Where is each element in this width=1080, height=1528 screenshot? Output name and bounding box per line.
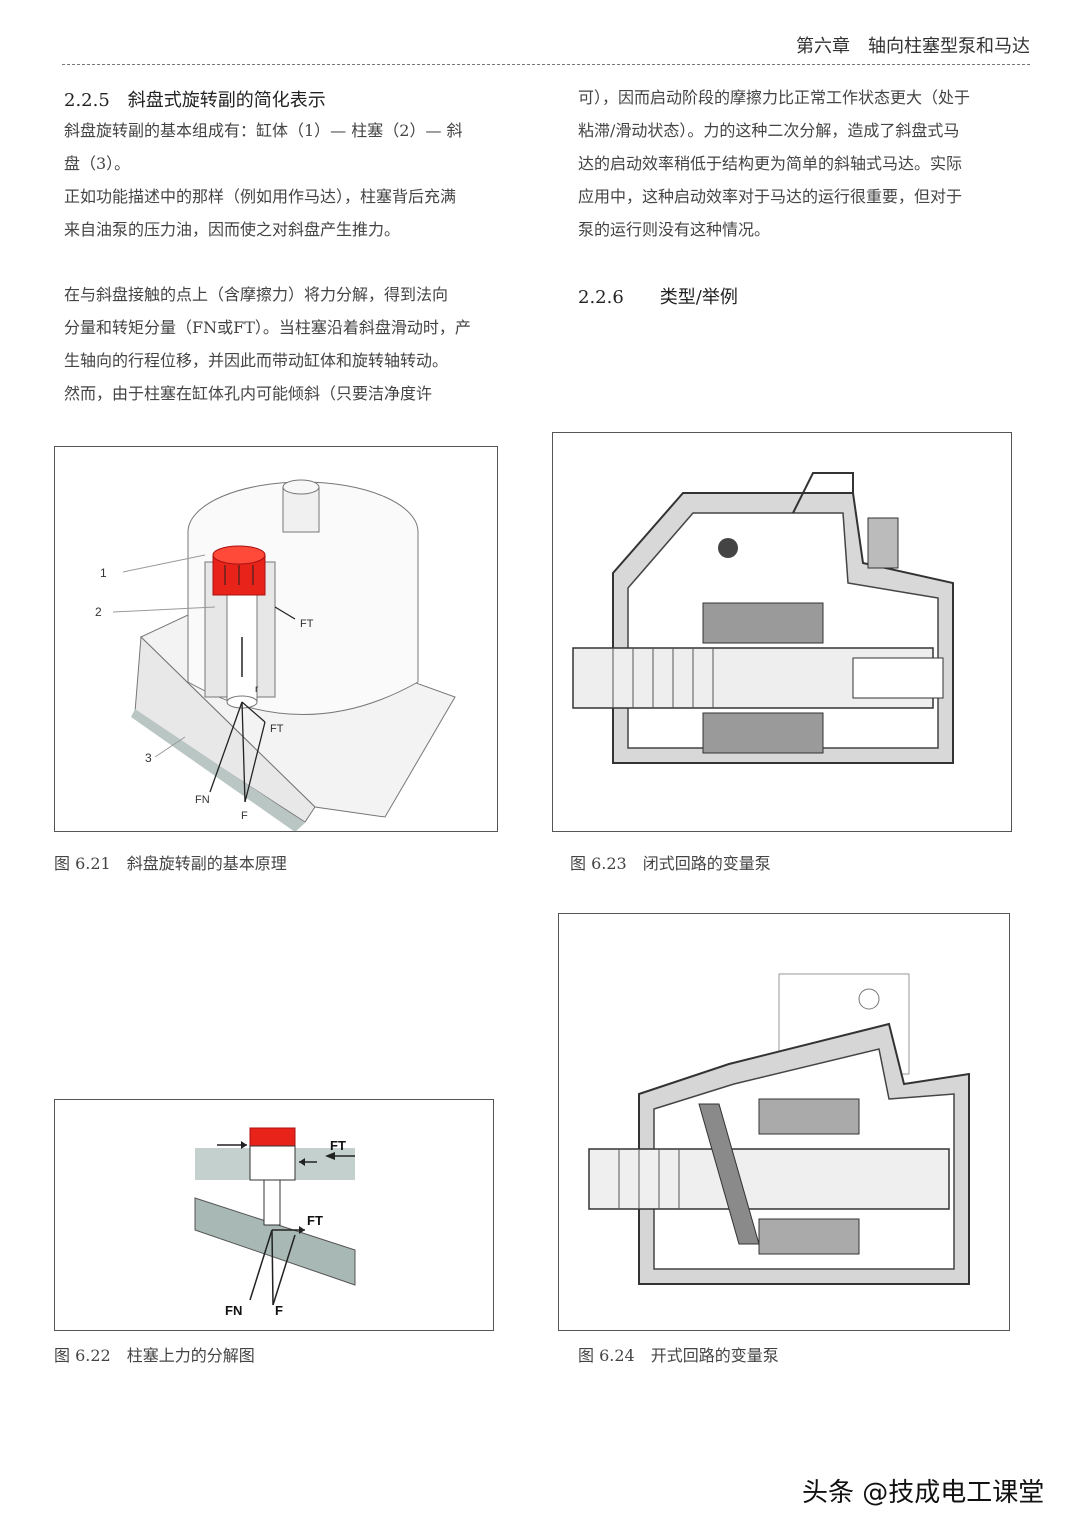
- paragraph-line: 应用中，这种启动效率对于马达的运行很重要，但对于: [578, 187, 963, 206]
- paragraph-line: 在与斜盘接触的点上（含摩擦力）将力分解，得到法向: [64, 285, 449, 304]
- chapter-header: 第六章 轴向柱塞型泵和马达: [796, 36, 1030, 57]
- figure-6-24-frame: [558, 913, 1010, 1331]
- section-heading-2-2-5: 2.2.5 斜盘式旋转副的简化表示: [64, 90, 326, 111]
- section-heading-2-2-6: 2.2.6 类型/举例: [578, 287, 738, 308]
- force-label-fn: FN: [195, 794, 210, 806]
- paragraph-line: 来自油泵的压力油，因而使之对斜盘产生推力。: [64, 220, 401, 239]
- callout-3: 3: [145, 751, 152, 765]
- figure-6-24-caption: 图 6.24 开式回路的变量泵: [578, 1346, 779, 1365]
- paragraph-line: 然而，由于柱塞在缸体孔内可能倾斜（只要洁净度许: [64, 384, 433, 403]
- figure-6-21-caption: 图 6.21 斜盘旋转副的基本原理: [54, 854, 287, 873]
- closed-circuit-pump-section: [572, 472, 954, 764]
- figure-6-22-caption: 图 6.22 柱塞上力的分解图: [54, 1346, 255, 1365]
- force-label-ft-mid: FT: [270, 723, 284, 735]
- force-label-fn: FN: [225, 1303, 242, 1318]
- paragraph-line: 粘滞/滑动状态）。力的这种二次分解，造成了斜盘式马: [578, 121, 960, 140]
- paragraph-line: 泵的运行则没有这种情况。: [578, 220, 771, 239]
- paragraph-line: 斜盘旋转副的基本组成有：缸体（1）— 柱塞（2）— 斜: [64, 121, 463, 140]
- paragraph-line: 生轴向的行程位移，并因此而带动缸体和旋转轴转动。: [64, 351, 449, 370]
- figure-6-23-frame: [552, 432, 1012, 832]
- figure-6-22-frame: FT FT FN F: [54, 1099, 494, 1331]
- paragraph-line: 正如功能描述中的那样（例如用作马达），柱塞背后充满: [64, 187, 457, 206]
- paragraph-line: 达的启动效率稍低于结构更为简单的斜轴式马达。实际: [578, 154, 963, 173]
- header-divider: [62, 64, 1030, 65]
- figure-6-23-caption: 图 6.23 闭式回路的变量泵: [570, 854, 771, 873]
- force-label-ft-mid: FT: [307, 1213, 323, 1228]
- force-label-f: F: [241, 810, 248, 822]
- swashplate-principle-diagram: 1 2 3 FT FT FN F r: [95, 479, 456, 832]
- figure-6-21-frame: 1 2 3 FT FT FN F r: [54, 446, 498, 832]
- force-label-ft-top: FT: [300, 618, 314, 630]
- open-circuit-pump-section: [588, 973, 970, 1285]
- force-label-ft-top: FT: [330, 1138, 346, 1153]
- radius-label: r: [255, 684, 259, 695]
- callout-2: 2: [95, 605, 102, 619]
- force-label-f: F: [275, 1303, 283, 1318]
- paragraph-line: 盘（3）。: [64, 154, 131, 173]
- piston-force-decomposition: FT FT FN F: [194, 1127, 356, 1318]
- callout-1: 1: [100, 566, 107, 580]
- paragraph-line: 分量和转矩分量（FN或FT）。当柱塞沿着斜盘滑动时，产: [64, 318, 471, 337]
- watermark-toutiao: 头条 @技成电工课堂: [802, 1478, 1045, 1508]
- paragraph-line: 可），因而启动阶段的摩擦力比正常工作状态更大（处于: [578, 88, 971, 107]
